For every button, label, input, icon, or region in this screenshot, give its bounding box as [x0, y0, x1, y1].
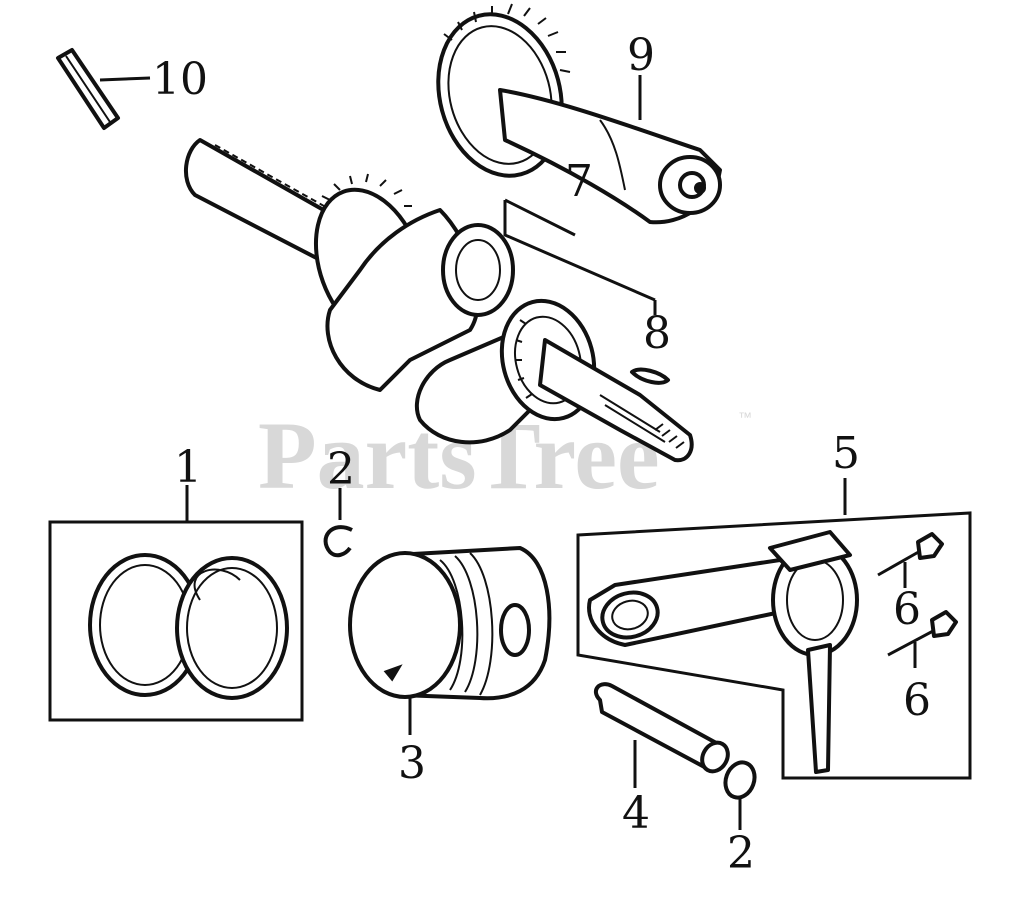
part-4-piston-pin[interactable]: [593, 682, 733, 788]
part-9-camshaft[interactable]: [421, 0, 722, 225]
callout-10: 10: [152, 54, 208, 105]
callout-7: 7: [565, 156, 593, 207]
callout-3: 3: [398, 738, 426, 789]
part-2-snap-ring-lower[interactable]: [721, 758, 760, 830]
part-7-bracket: [503, 198, 656, 302]
part-8-key[interactable]: [630, 300, 670, 385]
part-5-connecting-rod[interactable]: [576, 478, 972, 780]
callout-9: 9: [627, 30, 655, 81]
callout-2-lower: 2: [727, 828, 755, 879]
part-3-piston[interactable]: [348, 546, 552, 735]
callout-4: 4: [622, 788, 650, 839]
part-6-bolt-lower[interactable]: [887, 610, 958, 668]
callout-1: 1: [174, 442, 202, 493]
callout-5: 5: [832, 428, 860, 479]
callout-6-lower: 6: [903, 675, 931, 726]
part-2-snap-ring-upper[interactable]: [323, 488, 353, 558]
watermark-trademark: ™: [738, 409, 752, 425]
callout-8: 8: [643, 308, 671, 359]
part-10-key[interactable]: [56, 48, 151, 130]
part-6-bolt-upper[interactable]: [877, 532, 944, 588]
callout-6-upper: 6: [893, 584, 921, 635]
part-1-piston-rings[interactable]: [48, 485, 304, 722]
part-7-crankshaft[interactable]: [183, 138, 694, 463]
callout-2-upper: 2: [327, 444, 355, 495]
